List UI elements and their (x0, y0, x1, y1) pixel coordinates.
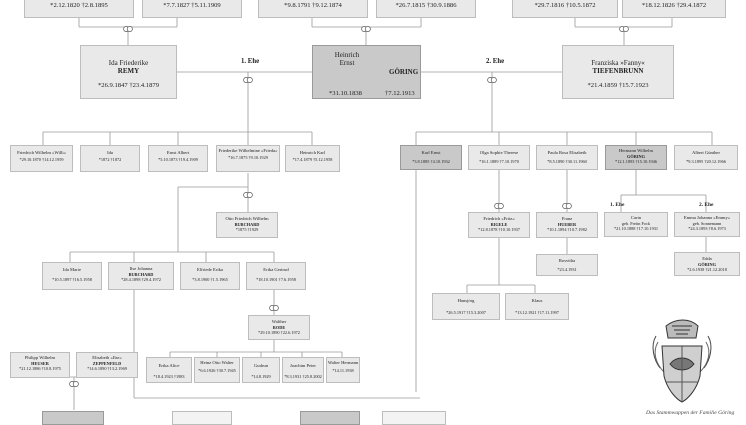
marriage-rings-icon (123, 26, 133, 32)
bottom-box-3 (300, 411, 360, 425)
person-walter-hermann: Walter Hermann*14.11.1938 (326, 357, 360, 383)
person-franziska-tiefenbrunn: Franziska »Fanny« TIEFENBRUNN *21.4.1859… (562, 45, 674, 99)
marriage-label-2: 2. Ehe (486, 58, 505, 65)
child-friedrich-wilhelm: Friedrich Wilhelm »Willi«*29.10.1870 †14… (10, 145, 73, 172)
person-klaus: Klaus*13.12.1921 †17.11.1997 (505, 293, 569, 320)
person-erika-alice: Erika Alice*18.4.1923 †1983 (146, 357, 192, 383)
person-gudrun: Gudrun*14.8.1929 (242, 357, 280, 383)
ancestor-box-5: *29.7.1816 †10.5.1872 (512, 0, 618, 18)
child-paula-rosa-elisabeth: Paula Rosa Elisabeth*8.5.1890 †30.11.196… (536, 145, 598, 170)
ancestor-box-6: *18.12.1826 †29.4.1872 (622, 0, 726, 18)
ancestor-box-1: *2.12.1820 †2.8.1895 (24, 0, 134, 18)
child-frieda: Friederike Wilhelmine »Frieda«*16.7.1875… (216, 145, 280, 172)
person-fritz-rigele: Friedrich »Fritz«RIGELE*12.8.1878 †10.10… (468, 212, 530, 238)
marriage-label-1: 1. Ehe (241, 58, 260, 65)
marriage-rings-icon (494, 203, 504, 209)
person-ida-marie: Ida Marie*10.5.1897 †16.5.1958 (42, 262, 102, 290)
person-elfriede-erika: Elfriede Erika*3.8.1900 †1.5.1965 (180, 262, 240, 290)
ancestor-box-3: *9.8.1791 †9.12.1874 (258, 0, 368, 18)
bottom-box-4 (382, 411, 446, 425)
ancestor-box-4: *26.7.1815 †30.9.1886 (376, 0, 476, 18)
child-olga-sophie-therese: Olga Sophie Therese*16.1.1889 †7.10.1970 (468, 145, 530, 170)
marriage-rings-icon (619, 26, 629, 32)
marriage-rings-icon (69, 381, 79, 387)
child-ernst-albert: Ernst Albert*5.10.1873 †19.4.1909 (148, 145, 208, 172)
bottom-box-2 (172, 411, 232, 425)
person-joachim-peter: Joachim Peter*8.3.1931 †25.8.2002 (282, 357, 324, 383)
person-erika-gertrud: Erika Gertrud*18.10.1901 †7.6.1958 (246, 262, 306, 290)
person-emmy-goering: Emma Johanna »Emmy«geb. Sonnemann*24.3.1… (674, 212, 740, 237)
child-heinrich-karl: Heinrich Karl*17.4.1879 †5.12.1958 (285, 145, 340, 172)
marriage-rings-icon (361, 26, 371, 32)
marriage-rings-icon (562, 203, 572, 209)
coat-of-arms-caption: Das Stammwappen der Familie Göring (646, 410, 735, 416)
marriage-rings-icon (243, 77, 253, 83)
child-karl-ernst: Karl Ernst*3.8.1885 †4.10.1932 (400, 145, 462, 170)
person-hansjoerg: Hansjörg*26.5.1917 †15.3.2007 (432, 293, 500, 320)
marriage-rings-icon (487, 77, 497, 83)
child-ida: Ida*1872 †1872 (80, 145, 140, 172)
person-ida-remy: Ida Friederike REMY *26.9.1847 †23.4.187… (80, 45, 177, 99)
person-ilse-zeppenfeld: Elisabeth »Ilse«ZEPPENFELD*14.6.1890 †13… (76, 352, 138, 378)
ancestor-box-2: *7.7.1827 †5.11.1909 (142, 0, 242, 18)
marriage-rings-icon (269, 305, 279, 311)
child-albert-guenther: Albert Günther*9.3.1895 †20.12.1966 (674, 145, 738, 170)
coat-of-arms-icon (652, 319, 712, 403)
person-heinz-otto-walter: Heinz Otto Walter*6.6.1926 †30.7.1945 (194, 357, 240, 383)
person-rosvitha: Rosvitha*23.4.1931 (536, 254, 598, 276)
bottom-box-1 (42, 411, 104, 425)
person-heinrich-ernst-goering: Heinrich Ernst GÖRING *31.10.1838 †7.12.… (312, 45, 421, 99)
marriage-rings-icon (243, 192, 253, 198)
hermann-marriage-label-2: 2. Ehe (699, 202, 714, 208)
hermann-marriage-label-1: 1. Ehe (610, 202, 625, 208)
